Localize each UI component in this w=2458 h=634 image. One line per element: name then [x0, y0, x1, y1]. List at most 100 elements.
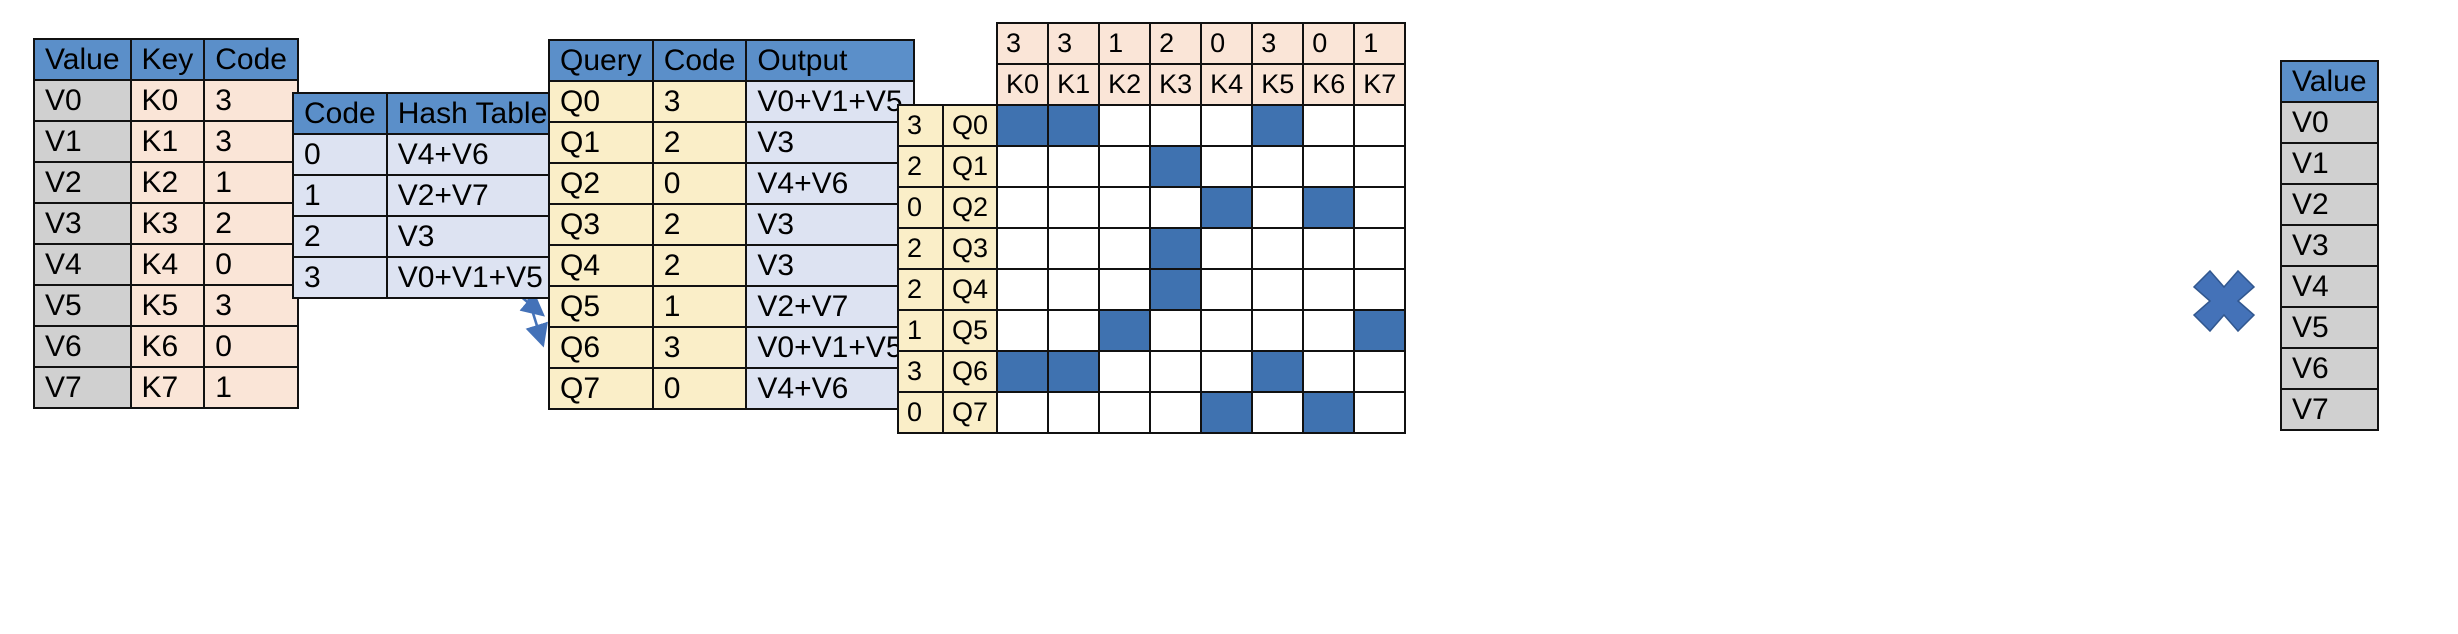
matrix-cell-empty [1353, 268, 1407, 311]
cell-code: 3 [292, 256, 388, 299]
matrix-cell-empty [1302, 350, 1356, 393]
matrix-row-query: Q3 [941, 227, 999, 270]
cell-code: 1 [203, 366, 299, 409]
matrix-row-code: 2 [897, 227, 944, 270]
cell-output: V3 [745, 244, 915, 287]
matrix-cell-active [1149, 227, 1203, 270]
cell-value: V6 [33, 325, 132, 368]
cell-code: 2 [651, 121, 748, 164]
cell-key: K2 [129, 161, 206, 204]
matrix-column-key: K2 [1098, 63, 1152, 106]
matrix-cell-empty [1200, 309, 1254, 352]
matrix-column-key: K5 [1251, 63, 1305, 106]
matrix-cell-empty [996, 145, 1050, 188]
cell-query: Q4 [548, 244, 654, 287]
table-row: Q5 1 V2+V7 [548, 285, 915, 328]
cell-value: V4 [33, 243, 132, 286]
matrix-cell-empty [1353, 104, 1407, 147]
table-row: Q4 2 V3 [548, 244, 915, 287]
query-code-output-table: Query Code Output Q0 3 V0+V1+V5 Q1 2 V3 … [548, 39, 915, 410]
cell-code: 3 [203, 120, 299, 163]
matrix-cell-empty [1098, 145, 1152, 188]
cell-query: Q2 [548, 162, 654, 205]
cell-code: 3 [203, 79, 299, 122]
matrix-cell-empty [1047, 145, 1101, 188]
table-row: V1 K1 3 [33, 120, 299, 163]
matrix-cell-empty [1251, 391, 1305, 434]
cell-key: K6 [129, 325, 206, 368]
matrix-row-code: 3 [897, 350, 944, 393]
cell-value: V1 [2280, 142, 2379, 185]
cell-code: 1 [203, 161, 299, 204]
cell-code: 2 [203, 202, 299, 245]
cell-code: 3 [203, 284, 299, 327]
cell-key: K3 [129, 202, 206, 245]
table-row: V1 [2280, 142, 2379, 185]
cell-code: 3 [651, 80, 748, 123]
matrix-cell-empty [1047, 227, 1101, 270]
matrix-cell-empty [1200, 227, 1254, 270]
matrix-cell-active [1149, 268, 1203, 311]
matrix-row-code: 0 [897, 391, 944, 434]
matrix-cell-empty [1047, 268, 1101, 311]
matrix-column-code: 2 [1149, 22, 1203, 65]
column-header-hash-table: Hash Table [385, 92, 560, 135]
matrix-cell-empty [1302, 104, 1356, 147]
matrix-cell-empty [1149, 104, 1203, 147]
matrix-column-code: 0 [1200, 22, 1254, 65]
table-header-row: Value [2280, 60, 2379, 103]
matrix-cell-active [1200, 391, 1254, 434]
cell-bucket: V3 [385, 215, 560, 258]
matrix-corner [943, 64, 997, 105]
table-row: V2 K2 1 [33, 161, 299, 204]
table-row: V5 [2280, 306, 2379, 349]
matrix-row-query: Q5 [941, 309, 999, 352]
matrix-row-query: Q6 [941, 350, 999, 393]
matrix-cell-empty [1251, 268, 1305, 311]
cell-bucket: V0+V1+V5 [385, 256, 560, 299]
matrix-cell-empty [1302, 145, 1356, 188]
cell-key: K4 [129, 243, 206, 286]
matrix-cell-empty [1200, 104, 1254, 147]
matrix-cell-empty [996, 186, 1050, 229]
matrix-cell-empty [1098, 350, 1152, 393]
matrix-cell-empty [996, 391, 1050, 434]
table-header-row: Query Code Output [548, 39, 915, 82]
matrix-cell-empty [1047, 391, 1101, 434]
cell-code: 1 [651, 285, 748, 328]
matrix-cell-empty [1302, 227, 1356, 270]
cell-query: Q0 [548, 80, 654, 123]
matrix-cell-empty [1251, 227, 1305, 270]
cell-key: K7 [129, 366, 206, 409]
column-header-output: Output [745, 39, 915, 82]
matrix-cell-active [1149, 145, 1203, 188]
cell-code: 0 [651, 162, 748, 205]
matrix-cell-empty [1251, 186, 1305, 229]
table-row: Q3 2 V3 [548, 203, 915, 246]
hash-table: Code Hash Table 0 V4+V6 1 V2+V7 2 V3 3 V… [292, 92, 560, 299]
table-row: Q7 0 V4+V6 [548, 367, 915, 410]
matrix-cell-empty [1098, 186, 1152, 229]
matrix-row-query: Q4 [941, 268, 999, 311]
cell-value: V7 [2280, 388, 2379, 431]
matrix-column-key: K4 [1200, 63, 1254, 106]
matrix-cell-empty [1302, 309, 1356, 352]
cell-code: 1 [292, 174, 388, 217]
matrix-cell-active [1098, 309, 1152, 352]
cell-query: Q6 [548, 326, 654, 369]
matrix-cell-empty [1098, 227, 1152, 270]
matrix-cell-empty [1302, 268, 1356, 311]
matrix-column-key: K7 [1353, 63, 1407, 106]
table-row: V7 [2280, 388, 2379, 431]
matrix-column-key: K3 [1149, 63, 1203, 106]
matrix-cell-active [1251, 350, 1305, 393]
cell-output: V0+V1+V5 [745, 80, 915, 123]
cell-bucket: V2+V7 [385, 174, 560, 217]
